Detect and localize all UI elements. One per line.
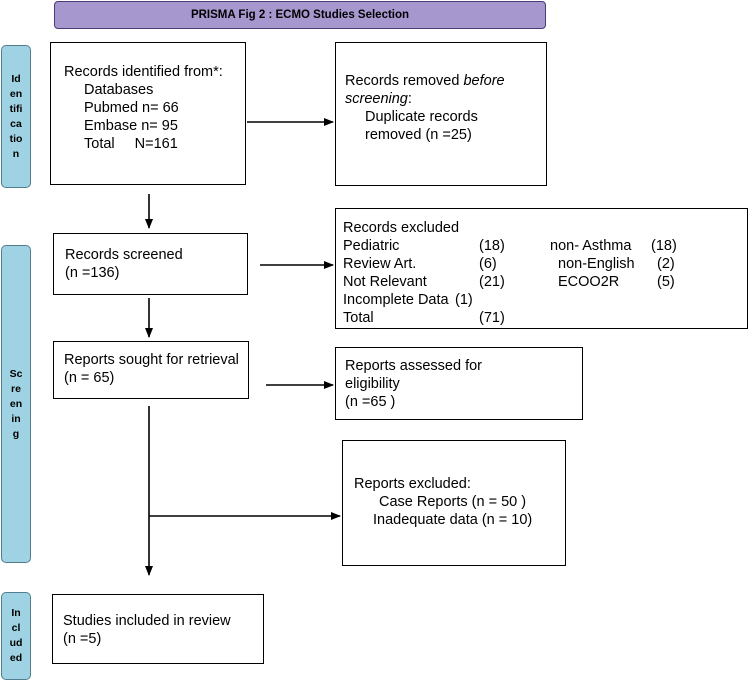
reports-sought-count: (n = 65) bbox=[64, 370, 115, 386]
records-excluded-box: Records excluded Pediatric (18) non- Ast… bbox=[335, 208, 748, 329]
phase-screening-line: Sc bbox=[9, 367, 23, 380]
records-removed-heading-c: screening bbox=[345, 91, 408, 107]
records-screened-count: (n =136) bbox=[65, 265, 120, 281]
studies-included-count: (n =5) bbox=[63, 631, 102, 647]
phase-screening-line: en bbox=[9, 397, 23, 410]
records-identified-box: Records identified from*: Databases Pubm… bbox=[50, 42, 246, 185]
excluded-count: (21) bbox=[479, 274, 505, 290]
identified-total: Total N=161 bbox=[64, 135, 245, 153]
reports-excluded-heading: Reports excluded: bbox=[354, 476, 471, 492]
excluded-reason: Incomplete Data bbox=[343, 292, 449, 308]
records-removed-heading-b: before bbox=[463, 73, 505, 89]
excluded-row: Not Relevant (21) ECOO2R (5) bbox=[343, 273, 747, 291]
phase-identification-line: tio bbox=[9, 132, 23, 145]
phase-included-line: ud bbox=[9, 637, 23, 649]
excluded-row: Incomplete Data (1) bbox=[343, 291, 747, 309]
studies-included-label: Studies included in review bbox=[63, 613, 231, 629]
excluded-reason-2: non- Asthma bbox=[550, 238, 632, 254]
case-reports-excluded: Case Reports (n = 50 ) bbox=[379, 494, 527, 510]
pubmed-count: Pubmed n= 66 bbox=[84, 100, 179, 116]
inadequate-data-excluded: Inadequate data (n = 10) bbox=[373, 512, 533, 528]
excluded-count: (1) bbox=[455, 292, 473, 308]
databases-label: Databases bbox=[84, 82, 154, 98]
reports-excluded-box: Reports excluded: Case Reports (n = 50 )… bbox=[342, 440, 566, 566]
phase-identification: Id en tifi ca tio n bbox=[1, 45, 31, 188]
records-screened-label: Records screened bbox=[65, 247, 183, 263]
reports-assessed-box: Reports assessed for eligibility (n =65 … bbox=[335, 347, 583, 420]
excluded-reason: Pediatric bbox=[343, 238, 400, 254]
excluded-row: Total (71) bbox=[343, 309, 747, 327]
phase-identification-line: en bbox=[9, 87, 23, 100]
records-removed-heading-d: : bbox=[407, 91, 412, 107]
studies-included-box: Studies included in review (n =5) bbox=[52, 594, 264, 664]
excluded-count: (18) bbox=[479, 238, 505, 254]
reports-assessed-label-2: eligibility bbox=[345, 376, 400, 392]
reports-sought-label: Reports sought for retrieval bbox=[64, 352, 239, 368]
embase-count: Embase n= 95 bbox=[84, 118, 178, 134]
identified-total-label: Total bbox=[84, 136, 115, 152]
excluded-reason-2: non-English bbox=[558, 256, 635, 272]
duplicate-records-line1: Duplicate records bbox=[365, 109, 478, 125]
records-removed-heading-2: screening: bbox=[345, 90, 546, 108]
excluded-reason-2: ECOO2R bbox=[558, 274, 620, 290]
records-removed-heading: Records removed before bbox=[345, 72, 546, 90]
diagram-title: PRISMA Fig 2 : ECMO Studies Selection bbox=[54, 1, 546, 29]
reports-assessed-count: (n =65 ) bbox=[345, 394, 396, 410]
reports-assessed-label-1: Reports assessed for bbox=[345, 358, 483, 374]
phase-identification-line: tifi bbox=[9, 102, 23, 115]
phase-screening-line: in bbox=[11, 412, 21, 425]
reports-sought-box: Reports sought for retrieval (n = 65) bbox=[53, 341, 249, 399]
excluded-count-2: (5) bbox=[657, 274, 675, 290]
phase-identification-line: ca bbox=[10, 117, 22, 130]
records-identified-heading: Records identified from*: bbox=[64, 64, 223, 80]
excluded-count-2: (2) bbox=[657, 256, 675, 272]
records-screened-box: Records screened (n =136) bbox=[53, 233, 248, 295]
excluded-reason: Review Art. bbox=[343, 256, 417, 272]
excluded-row: Pediatric (18) non- Asthma (18) bbox=[343, 237, 747, 255]
records-removed-heading-a: Records removed bbox=[345, 73, 464, 89]
phase-screening: Sc re en in g bbox=[1, 245, 31, 563]
phase-included-line: In bbox=[11, 607, 21, 619]
excluded-reason: Not Relevant bbox=[343, 274, 427, 290]
phase-included-line: ed bbox=[9, 652, 23, 664]
excluded-count: (6) bbox=[479, 256, 497, 272]
phase-screening-line: g bbox=[12, 427, 20, 440]
phase-included: In cl ud ed bbox=[1, 592, 31, 680]
excluded-count: (71) bbox=[479, 310, 505, 326]
phase-identification-line: n bbox=[12, 147, 20, 160]
records-removed-box: Records removed before screening: Duplic… bbox=[335, 42, 547, 186]
excluded-reason: Total bbox=[343, 310, 374, 326]
phase-screening-line: re bbox=[11, 382, 21, 395]
phase-identification-line: Id bbox=[11, 72, 21, 85]
duplicate-records-line2: removed (n =25) bbox=[365, 127, 472, 143]
excluded-count-2: (18) bbox=[651, 238, 677, 254]
phase-included-line: cl bbox=[11, 622, 21, 634]
records-excluded-heading: Records excluded bbox=[343, 220, 460, 236]
identified-total-value: N=161 bbox=[134, 136, 178, 152]
excluded-row: Review Art. (6) non-English (2) bbox=[343, 255, 747, 273]
